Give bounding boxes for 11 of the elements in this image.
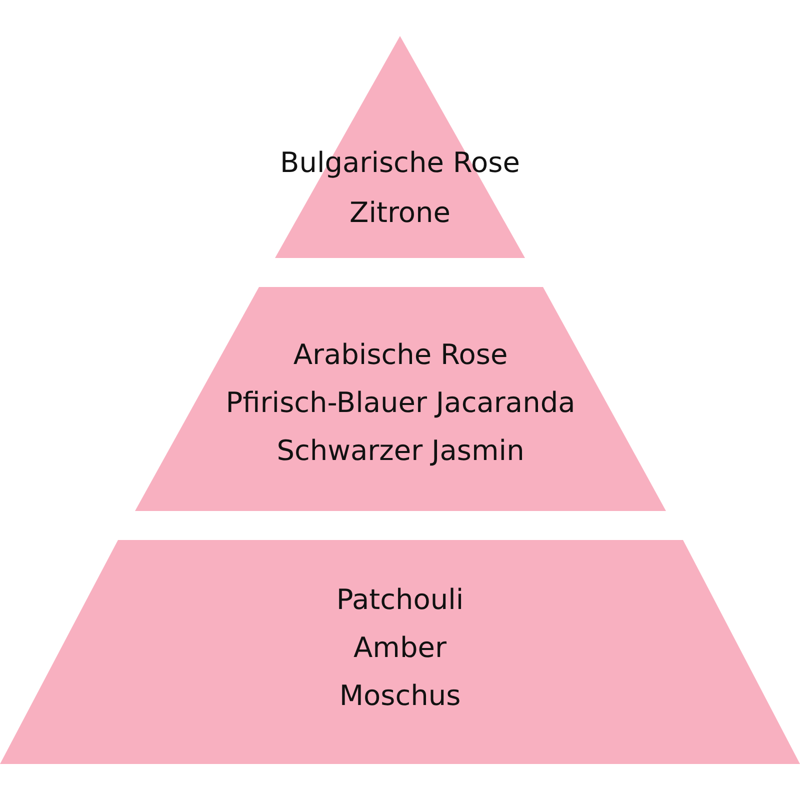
pyramid-tier <box>275 36 525 258</box>
fragrance-note-text: Patchouli <box>336 582 464 618</box>
pyramid-tier <box>0 540 800 764</box>
fragrance-note-text: Bulgarische Rose <box>280 145 520 181</box>
fragrance-note-text: Pfirisch-Blauer Jacaranda <box>226 385 576 421</box>
fragrance-note-text: Zitrone <box>350 195 450 231</box>
fragrance-note-text: Amber <box>354 630 446 666</box>
fragrance-note-text: Moschus <box>339 678 461 714</box>
fragrance-note-text: Schwarzer Jasmin <box>276 433 524 469</box>
fragrance-note-text: Arabische Rose <box>293 337 508 373</box>
pyramid-tier <box>135 287 666 511</box>
